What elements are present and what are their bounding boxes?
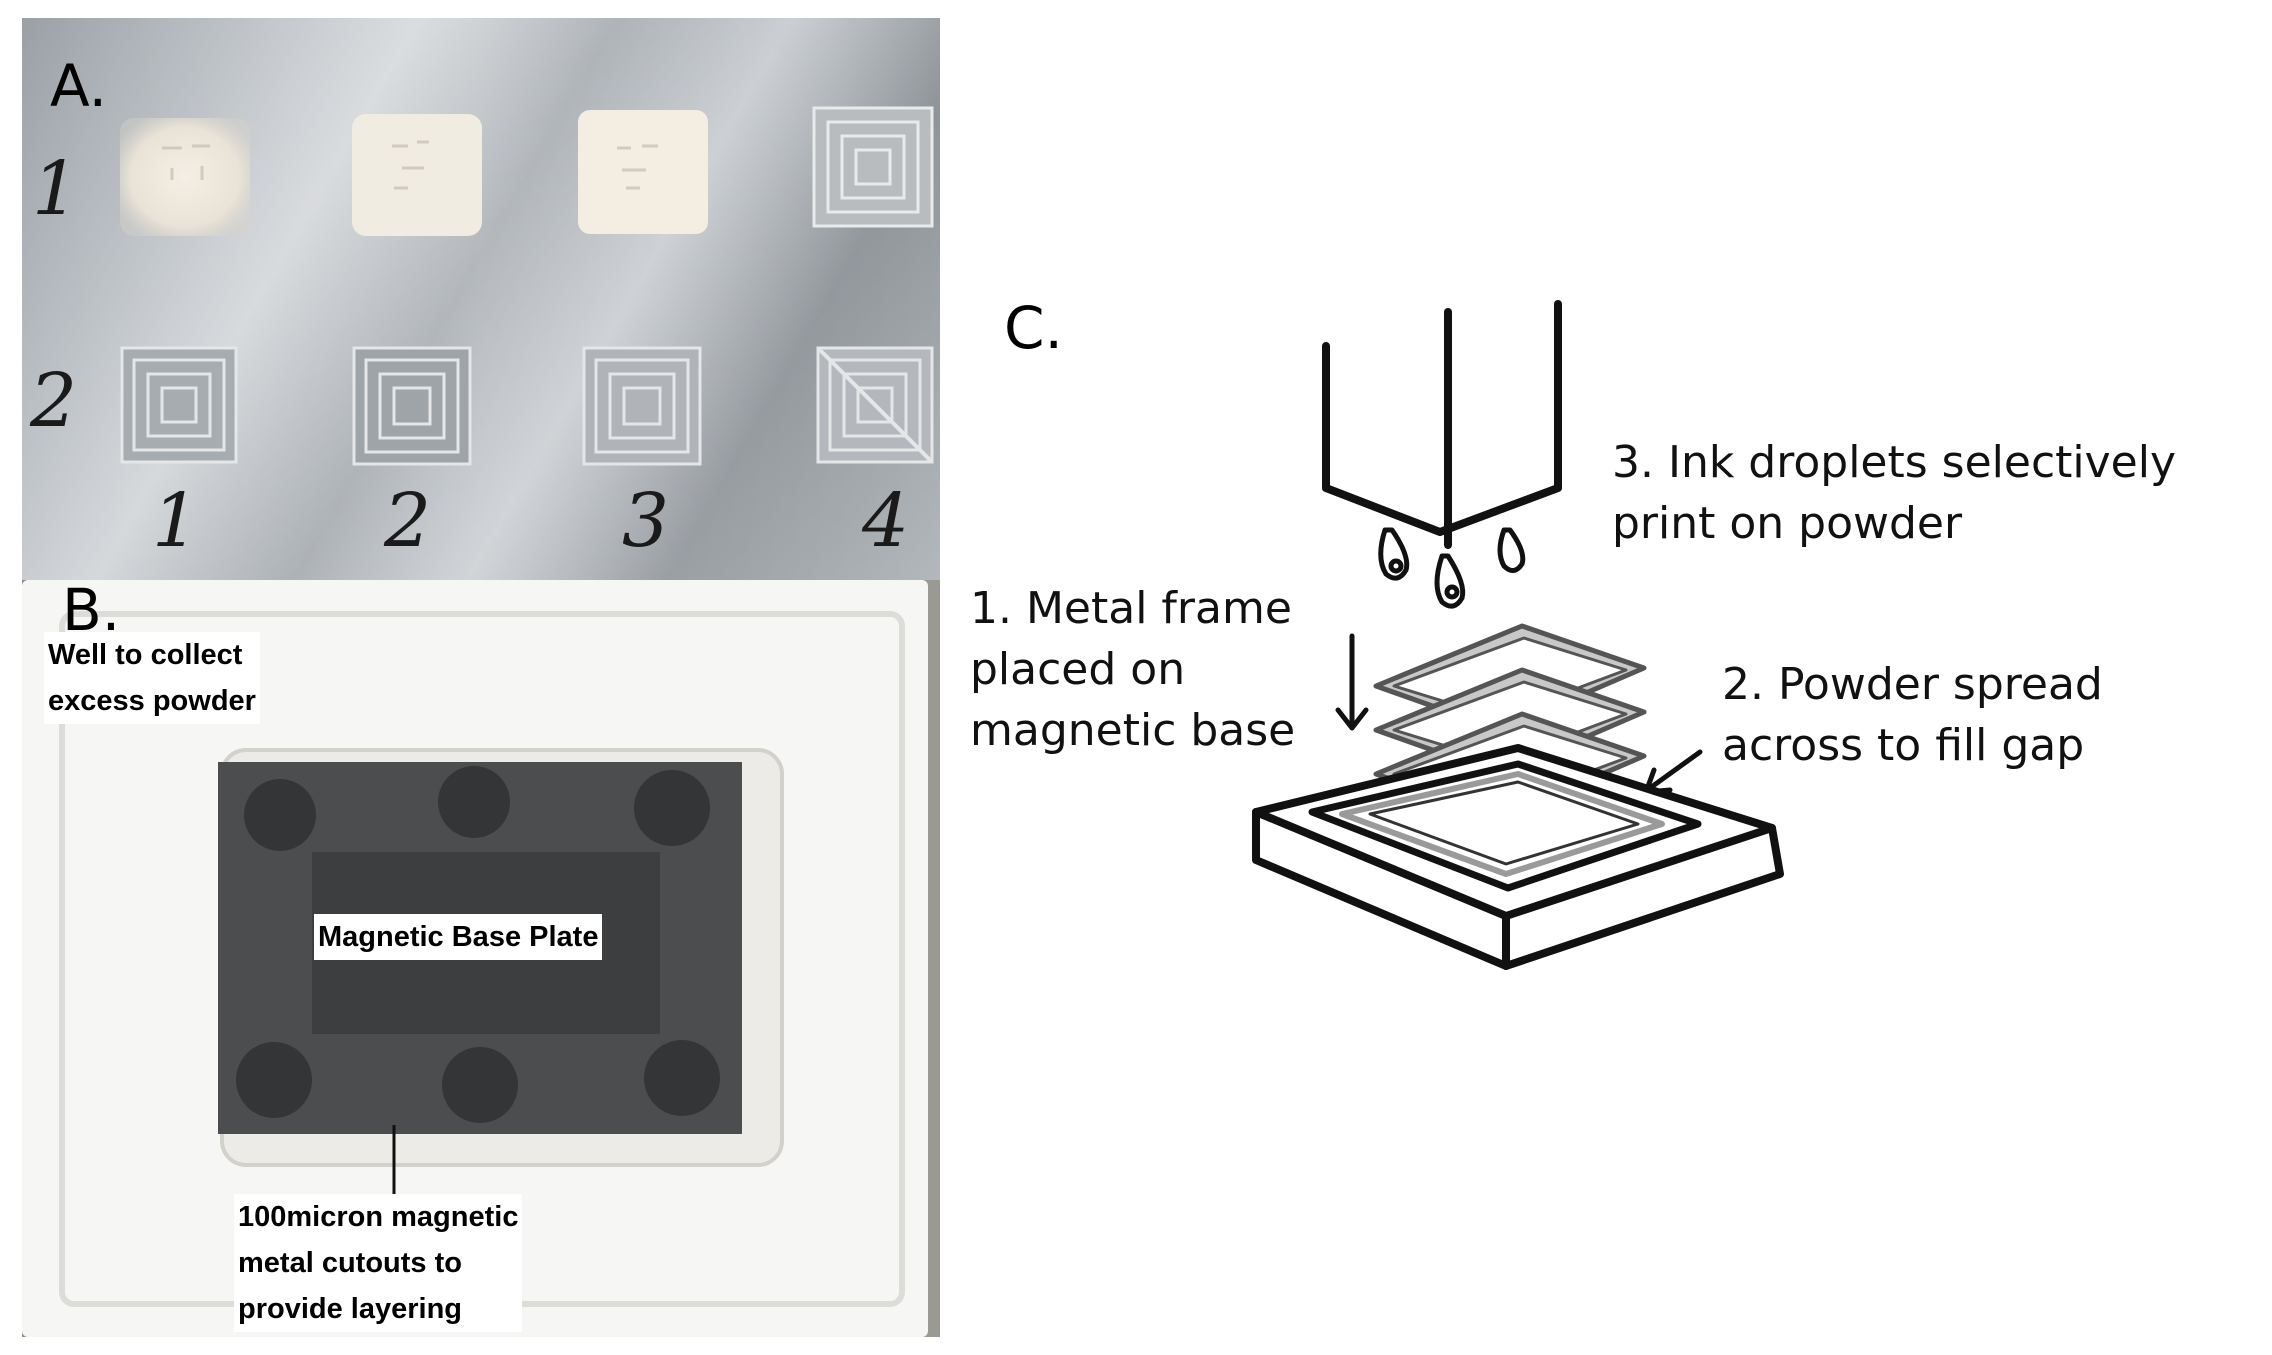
step-1-label: 1. Metal frame placed on magnetic base (970, 583, 1296, 756)
panel-a-photo: A. 1 2 1 2 3 4 (22, 18, 940, 580)
sample-1-4 (812, 106, 934, 228)
row-label-2: 2 (30, 358, 78, 444)
row-label-1: 1 (32, 146, 80, 232)
step-2-label: 2. Powder spread across to fill gap (1722, 659, 2103, 771)
ink-droplets (1378, 527, 1526, 609)
panel-c-letter: C. (1004, 294, 1063, 362)
process-schematic (1252, 300, 1784, 970)
panel-a-letter: A. (50, 52, 108, 120)
magnetic-base (1252, 744, 1784, 970)
print-head (1322, 300, 1562, 549)
well-label: Well to collect excess powder (44, 632, 260, 724)
sample-1-2 (352, 114, 482, 236)
sample-1-1 (120, 118, 250, 236)
placement-arrow (1335, 633, 1369, 731)
sample-sheet-illustration (22, 18, 940, 580)
magnet-holes (236, 766, 720, 1123)
step-3-label: 3. Ink droplets selectively print on pow… (1612, 437, 2176, 549)
spread-arrow (1643, 749, 1703, 795)
panel-c-schematic: C. 1. Metal frame placed on magnetic bas… (940, 18, 2260, 1337)
panel-b-photo: B. Well to collect excess powder Magneti… (22, 580, 940, 1337)
plate-label: Magnetic Base Plate (314, 914, 603, 960)
sample-row-2 (120, 346, 934, 466)
column-label-4: 4 (862, 478, 910, 564)
sample-1-3 (578, 110, 708, 234)
column-label-3: 3 (622, 478, 670, 564)
column-label-2: 2 (384, 478, 432, 564)
column-label-1: 1 (152, 478, 200, 564)
cutout-label: 100micron magnetic metal cutouts to prov… (234, 1194, 523, 1332)
